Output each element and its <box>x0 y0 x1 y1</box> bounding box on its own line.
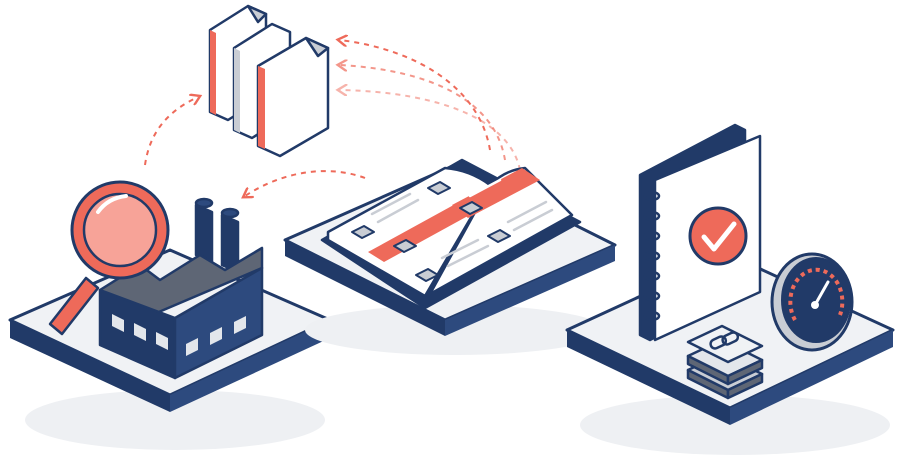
notebook-spiral <box>643 190 661 322</box>
flow-book-to-documents <box>340 40 491 151</box>
book-text-lines <box>370 178 554 268</box>
factory-chimney-1 <box>194 197 214 264</box>
flow-factory-to-documents <box>144 97 198 166</box>
flow-book-to-documents-2 <box>340 65 506 161</box>
flow-book-to-documents-3 <box>340 90 521 171</box>
gauge-needle <box>813 280 830 307</box>
document-front <box>256 36 330 158</box>
factory-icon <box>98 197 264 380</box>
checkmark-badge-icon <box>688 206 748 266</box>
magnifier-handle <box>48 276 100 336</box>
notebook-check-icon <box>638 123 762 342</box>
factory-windows <box>112 314 246 356</box>
document-stack-icon <box>208 4 330 158</box>
magnifier-lens <box>82 192 158 268</box>
flow-arrows <box>144 40 521 196</box>
speedometer-gauge-icon <box>770 252 854 352</box>
open-book-icon <box>320 158 582 310</box>
book-checkboxes <box>351 181 511 282</box>
flow-book-to-factory <box>245 170 366 196</box>
chain-link-icon <box>709 331 740 350</box>
magnifier-glare <box>96 194 128 214</box>
magnifying-glass-icon <box>48 180 170 336</box>
gauge-scale <box>788 267 845 321</box>
chain-link-stack-icon <box>686 324 764 400</box>
factory-chimney-2 <box>220 207 240 274</box>
